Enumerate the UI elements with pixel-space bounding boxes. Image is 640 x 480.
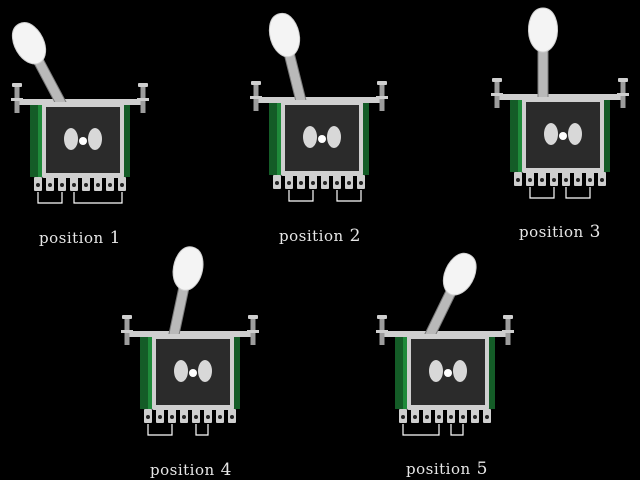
terminal-lug [447, 409, 455, 423]
terminal-bridge [73, 192, 123, 204]
lever-tip [12, 22, 47, 65]
terminal-lug [345, 175, 353, 189]
terminal-lug [586, 172, 594, 186]
lever-tip [442, 252, 477, 296]
terminal-lug [216, 409, 224, 423]
terminal-lug [46, 177, 54, 191]
switch-svg [121, 246, 259, 436]
mounting-screw-left [250, 81, 262, 111]
terminal-lug [471, 409, 479, 423]
terminal-bridge [195, 424, 209, 436]
terminal-lug [192, 409, 200, 423]
mounting-screw-right [137, 83, 149, 113]
terminal-lug [399, 409, 407, 423]
terminal-lug [297, 175, 305, 189]
switch-position-5 [370, 237, 520, 457]
lever-slot [544, 123, 582, 145]
lever-tip [268, 12, 301, 58]
terminal-bridge [37, 192, 63, 204]
terminal-bridge [288, 190, 314, 202]
lever [12, 22, 69, 111]
terminal-lug [598, 172, 606, 186]
mounting-screw-right [617, 78, 629, 108]
lever [268, 12, 308, 107]
mounting-screw-right [247, 315, 259, 345]
terminal-bridge [450, 424, 464, 436]
lever-tip [172, 246, 204, 291]
terminal-lug [118, 177, 126, 191]
mounting-screw-right [502, 315, 514, 345]
terminal-bridge [402, 424, 440, 436]
lever-slot [303, 126, 341, 148]
lever-shaft [537, 49, 549, 103]
terminal-lug [459, 409, 467, 423]
switch-svg [491, 7, 629, 199]
terminal-bridge [529, 187, 555, 199]
terminal-lug [562, 172, 570, 186]
terminal-lug [70, 177, 78, 191]
terminal-lug [82, 177, 90, 191]
switch-svg [11, 22, 149, 204]
terminal-lug [574, 172, 582, 186]
switch-position-4 [115, 237, 265, 457]
terminal-lug [321, 175, 329, 189]
terminal-lug [526, 172, 534, 186]
terminal-lug [34, 177, 42, 191]
terminal-lug [333, 175, 341, 189]
terminal-lug [285, 175, 293, 189]
terminal-lug [168, 409, 176, 423]
mounting-screw-left [376, 315, 388, 345]
mounting-screw-right [376, 81, 388, 111]
lever-slot [429, 360, 467, 382]
terminal-lug [106, 177, 114, 191]
terminal-lug [423, 409, 431, 423]
terminal-lug [156, 409, 164, 423]
mounting-screw-left [491, 78, 503, 108]
lever-slot [64, 128, 102, 150]
terminal-lug [273, 175, 281, 189]
terminal-lug [435, 409, 443, 423]
terminal-lug [204, 409, 212, 423]
switch-svg [376, 252, 514, 436]
terminal-lug [94, 177, 102, 191]
terminal-lug [309, 175, 317, 189]
terminal-lug [58, 177, 66, 191]
switch-position-3 [485, 0, 635, 220]
terminal-bridge [336, 190, 362, 202]
switch-svg [250, 12, 388, 202]
mounting-screw-left [121, 315, 133, 345]
terminal-lug [357, 175, 365, 189]
terminal-lug [538, 172, 546, 186]
lever [422, 252, 477, 342]
terminal-bridge [565, 187, 591, 199]
terminal-lug [550, 172, 558, 186]
switch-position-2 [244, 3, 394, 223]
terminal-bridge [147, 424, 173, 436]
lever [528, 7, 558, 103]
lever-slot [174, 360, 212, 382]
mounting-screw-left [11, 83, 23, 113]
terminal-lug [514, 172, 522, 186]
terminal-lug [180, 409, 188, 423]
terminal-lug [483, 409, 491, 423]
terminal-lug [411, 409, 419, 423]
terminal-lug [228, 409, 236, 423]
switch-position-1 [5, 5, 155, 225]
lever-tip [528, 7, 558, 53]
lever [167, 246, 204, 341]
terminal-lug [144, 409, 152, 423]
